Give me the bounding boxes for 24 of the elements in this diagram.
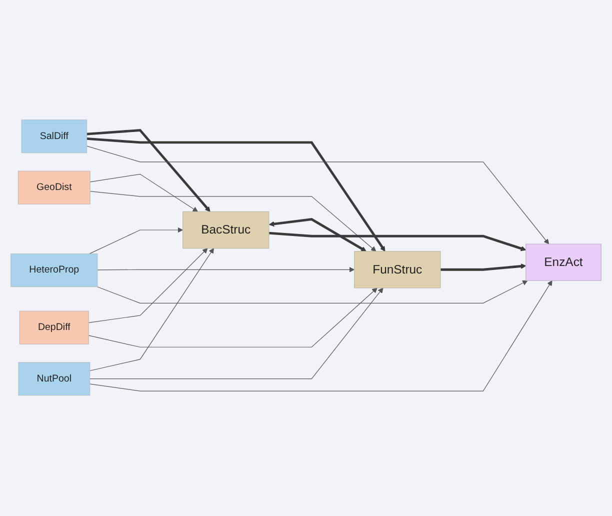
arrow [88,288,378,348]
arrow [88,248,208,324]
node-box: GeoDist [18,171,90,205]
arrow [89,228,184,254]
arrow [96,280,528,304]
arrow [440,264,526,272]
arrow [86,138,386,252]
node-box: BacStruc [182,212,270,249]
arrow [90,280,552,392]
node-box: HeteroProp [10,254,98,288]
arrow [268,232,526,252]
node-box: SalDiff [21,120,88,154]
arrow [90,248,214,372]
arrow [90,174,198,212]
arrow [90,288,384,380]
arrow [90,191,376,252]
node-box: NutPool [18,362,90,396]
arrow [86,146,550,245]
node-box: EnzAct [526,244,602,282]
arrow [268,218,366,252]
node-box: DepDiff [19,311,89,345]
node-box: FunStruc [354,251,441,289]
arrow [97,267,355,273]
arrow [86,129,210,212]
